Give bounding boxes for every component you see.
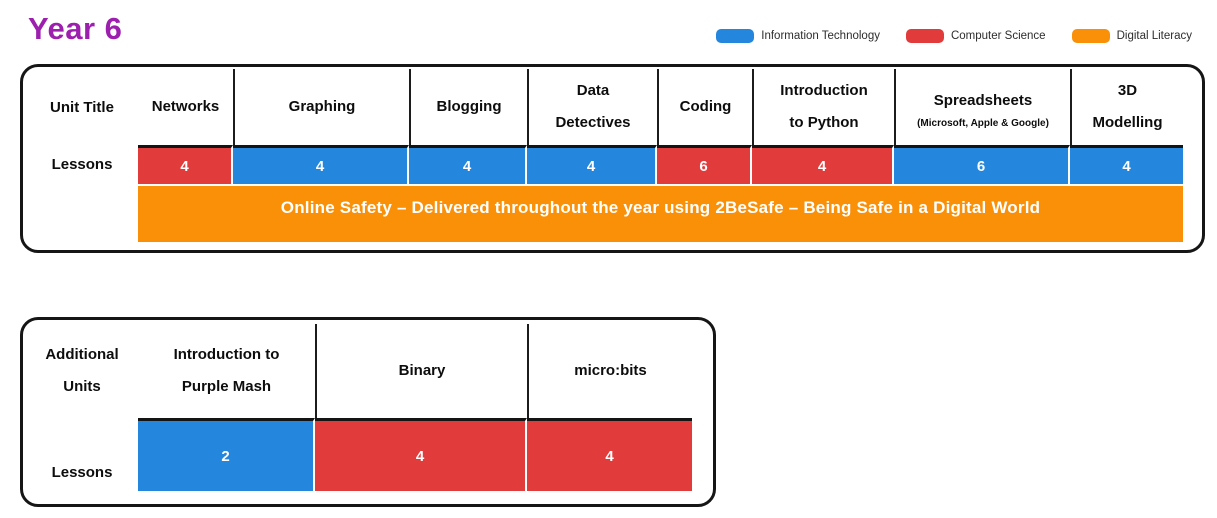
legend-label: Computer Science	[950, 30, 1046, 42]
additional-units-table: Additional Units Introduction to Purple …	[20, 317, 716, 507]
unit-header-blogging: Blogging	[409, 69, 527, 145]
unit-header-introduction-to-python: Introduction to Python	[752, 69, 894, 145]
page-header: Year 6 Information Technology Computer S…	[0, 0, 1217, 46]
online-safety-banner: Online Safety – Delivered throughout the…	[138, 186, 1183, 242]
row-label-lessons-additional: Lessons	[51, 464, 113, 481]
lessons-bar-spreadsheets: 6	[894, 145, 1070, 184]
legend-swatch-computer-science	[905, 29, 944, 43]
spreadsheets-subtitle: (Microsoft, Apple & Google)	[917, 118, 1049, 130]
legend-item-computer-science: Computer Science	[905, 29, 1046, 43]
lessons-bar-blogging: 4	[409, 145, 527, 184]
row-label-additional-units: Additional Units	[45, 345, 119, 395]
unit-header-3d-modelling: 3D Modelling	[1070, 69, 1183, 145]
lessons-bar-introduction-to-purple-mash: 2	[138, 418, 315, 491]
unit-header-networks: Networks	[151, 97, 220, 115]
lessons-bar-coding: 6	[657, 145, 752, 184]
page-title: Year 6	[28, 10, 123, 46]
unit-header-coding: Coding	[657, 69, 752, 145]
legend: Information Technology Computer Science …	[716, 29, 1192, 43]
unit-header-binary: Binary	[315, 324, 527, 418]
lessons-bar-introduction-to-python: 4	[752, 145, 894, 184]
unit-header-spreadsheets: Spreadsheets (Microsoft, Apple & Google)	[894, 69, 1070, 145]
year-6-units-table: Unit Title Networks Graphing Blogging Da…	[20, 64, 1205, 253]
row-label-lessons: Lessons	[51, 156, 113, 173]
unit-header-data-detectives: Data Detectives	[527, 69, 657, 145]
legend-swatch-information-technology	[716, 29, 755, 43]
legend-label: Information Technology	[761, 30, 880, 42]
legend-item-digital-literacy: Digital Literacy	[1071, 29, 1192, 43]
lessons-bar-graphing: 4	[233, 145, 409, 184]
lessons-bar-binary: 4	[315, 418, 527, 491]
lessons-bar-microbits: 4	[527, 418, 692, 491]
legend-swatch-digital-literacy	[1071, 29, 1110, 43]
legend-item-information-technology: Information Technology	[716, 29, 880, 43]
unit-header-introduction-to-purple-mash: Introduction to Purple Mash	[173, 345, 280, 395]
lessons-bar-3d-modelling: 4	[1070, 145, 1183, 184]
unit-header-microbits: micro:bits	[527, 324, 692, 418]
row-label-unit-title: Unit Title	[50, 98, 114, 116]
lessons-bar-data-detectives: 4	[527, 145, 657, 184]
legend-label: Digital Literacy	[1116, 30, 1192, 42]
lessons-bar-networks: 4	[138, 145, 233, 184]
unit-header-graphing: Graphing	[233, 69, 409, 145]
